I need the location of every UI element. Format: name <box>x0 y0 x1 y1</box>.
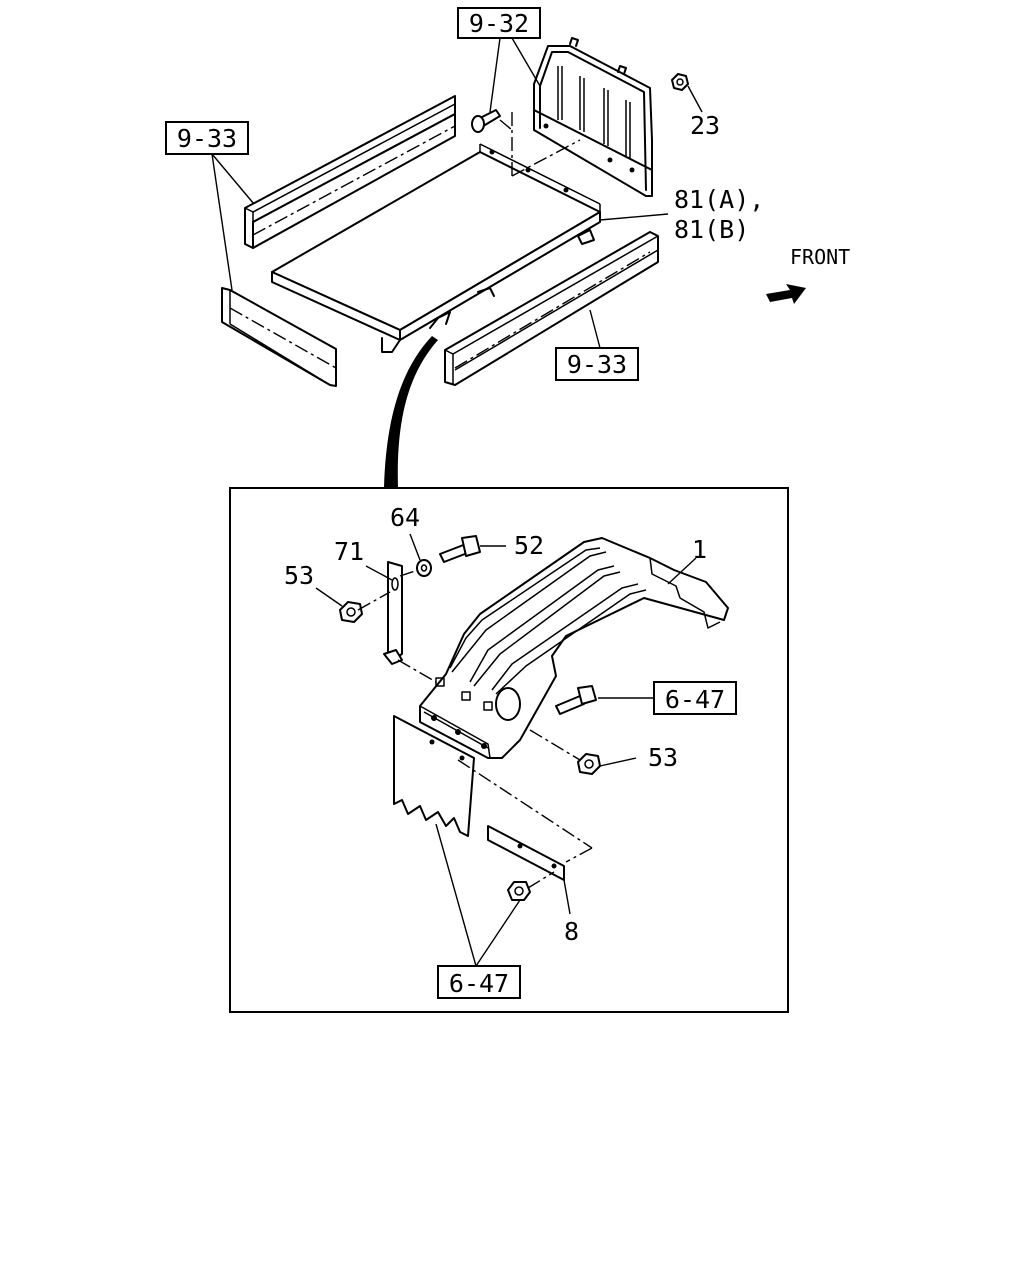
front-arrow-icon <box>766 284 806 304</box>
nut-icon <box>507 881 531 901</box>
ref-6-47-label: 6-47 <box>665 685 725 714</box>
part-81b-label: 81(B) <box>674 215 749 244</box>
bracket-strap <box>383 561 403 665</box>
callout-ref-9-32[interactable]: 9-32 <box>457 7 541 39</box>
cab-guard <box>533 37 653 197</box>
part-53-label: 53 <box>284 561 314 590</box>
side-panel-front-left <box>221 287 337 387</box>
part-1-label: 1 <box>692 535 707 564</box>
part-53-label: 53 <box>648 743 678 772</box>
washer-icon <box>416 559 432 577</box>
nut-icon <box>577 753 601 775</box>
mud-flap <box>393 715 475 837</box>
cargo-deck <box>271 143 601 353</box>
callout-ref-6-47-bottom[interactable]: 6-47 <box>437 965 521 999</box>
flap-plate <box>487 825 565 881</box>
upper-assembly <box>211 37 806 387</box>
ref-9-33-label: 9-33 <box>177 124 237 153</box>
detail-assembly <box>315 533 729 967</box>
callout-ref-9-33-top[interactable]: 9-33 <box>165 121 249 155</box>
part-23-label: 23 <box>690 111 720 140</box>
side-panel-rear-left <box>244 95 456 249</box>
nut-icon <box>671 73 689 91</box>
part-64-label: 64 <box>390 503 420 532</box>
part-52-label: 52 <box>514 531 544 560</box>
side-panel-right <box>444 231 659 386</box>
ref-9-32-label: 9-32 <box>469 9 529 38</box>
part-81a-label: 81(A), <box>674 185 764 214</box>
ref-6-47-label: 6-47 <box>449 969 509 998</box>
front-label: FRONT <box>790 245 850 269</box>
part-71-label: 71 <box>334 537 364 566</box>
mudguard <box>419 537 729 759</box>
ref-9-33-label: 9-33 <box>567 350 627 379</box>
bolt-icon <box>471 109 501 133</box>
part-8-label: 8 <box>564 917 579 946</box>
detail-frame <box>229 487 789 1013</box>
nut-icon <box>339 601 363 623</box>
callout-ref-9-33-bottom[interactable]: 9-33 <box>555 347 639 381</box>
bolt-icon <box>555 685 597 715</box>
detail-connector <box>384 336 438 488</box>
bolt-icon <box>439 535 481 563</box>
callout-ref-6-47-right[interactable]: 6-47 <box>653 681 737 715</box>
